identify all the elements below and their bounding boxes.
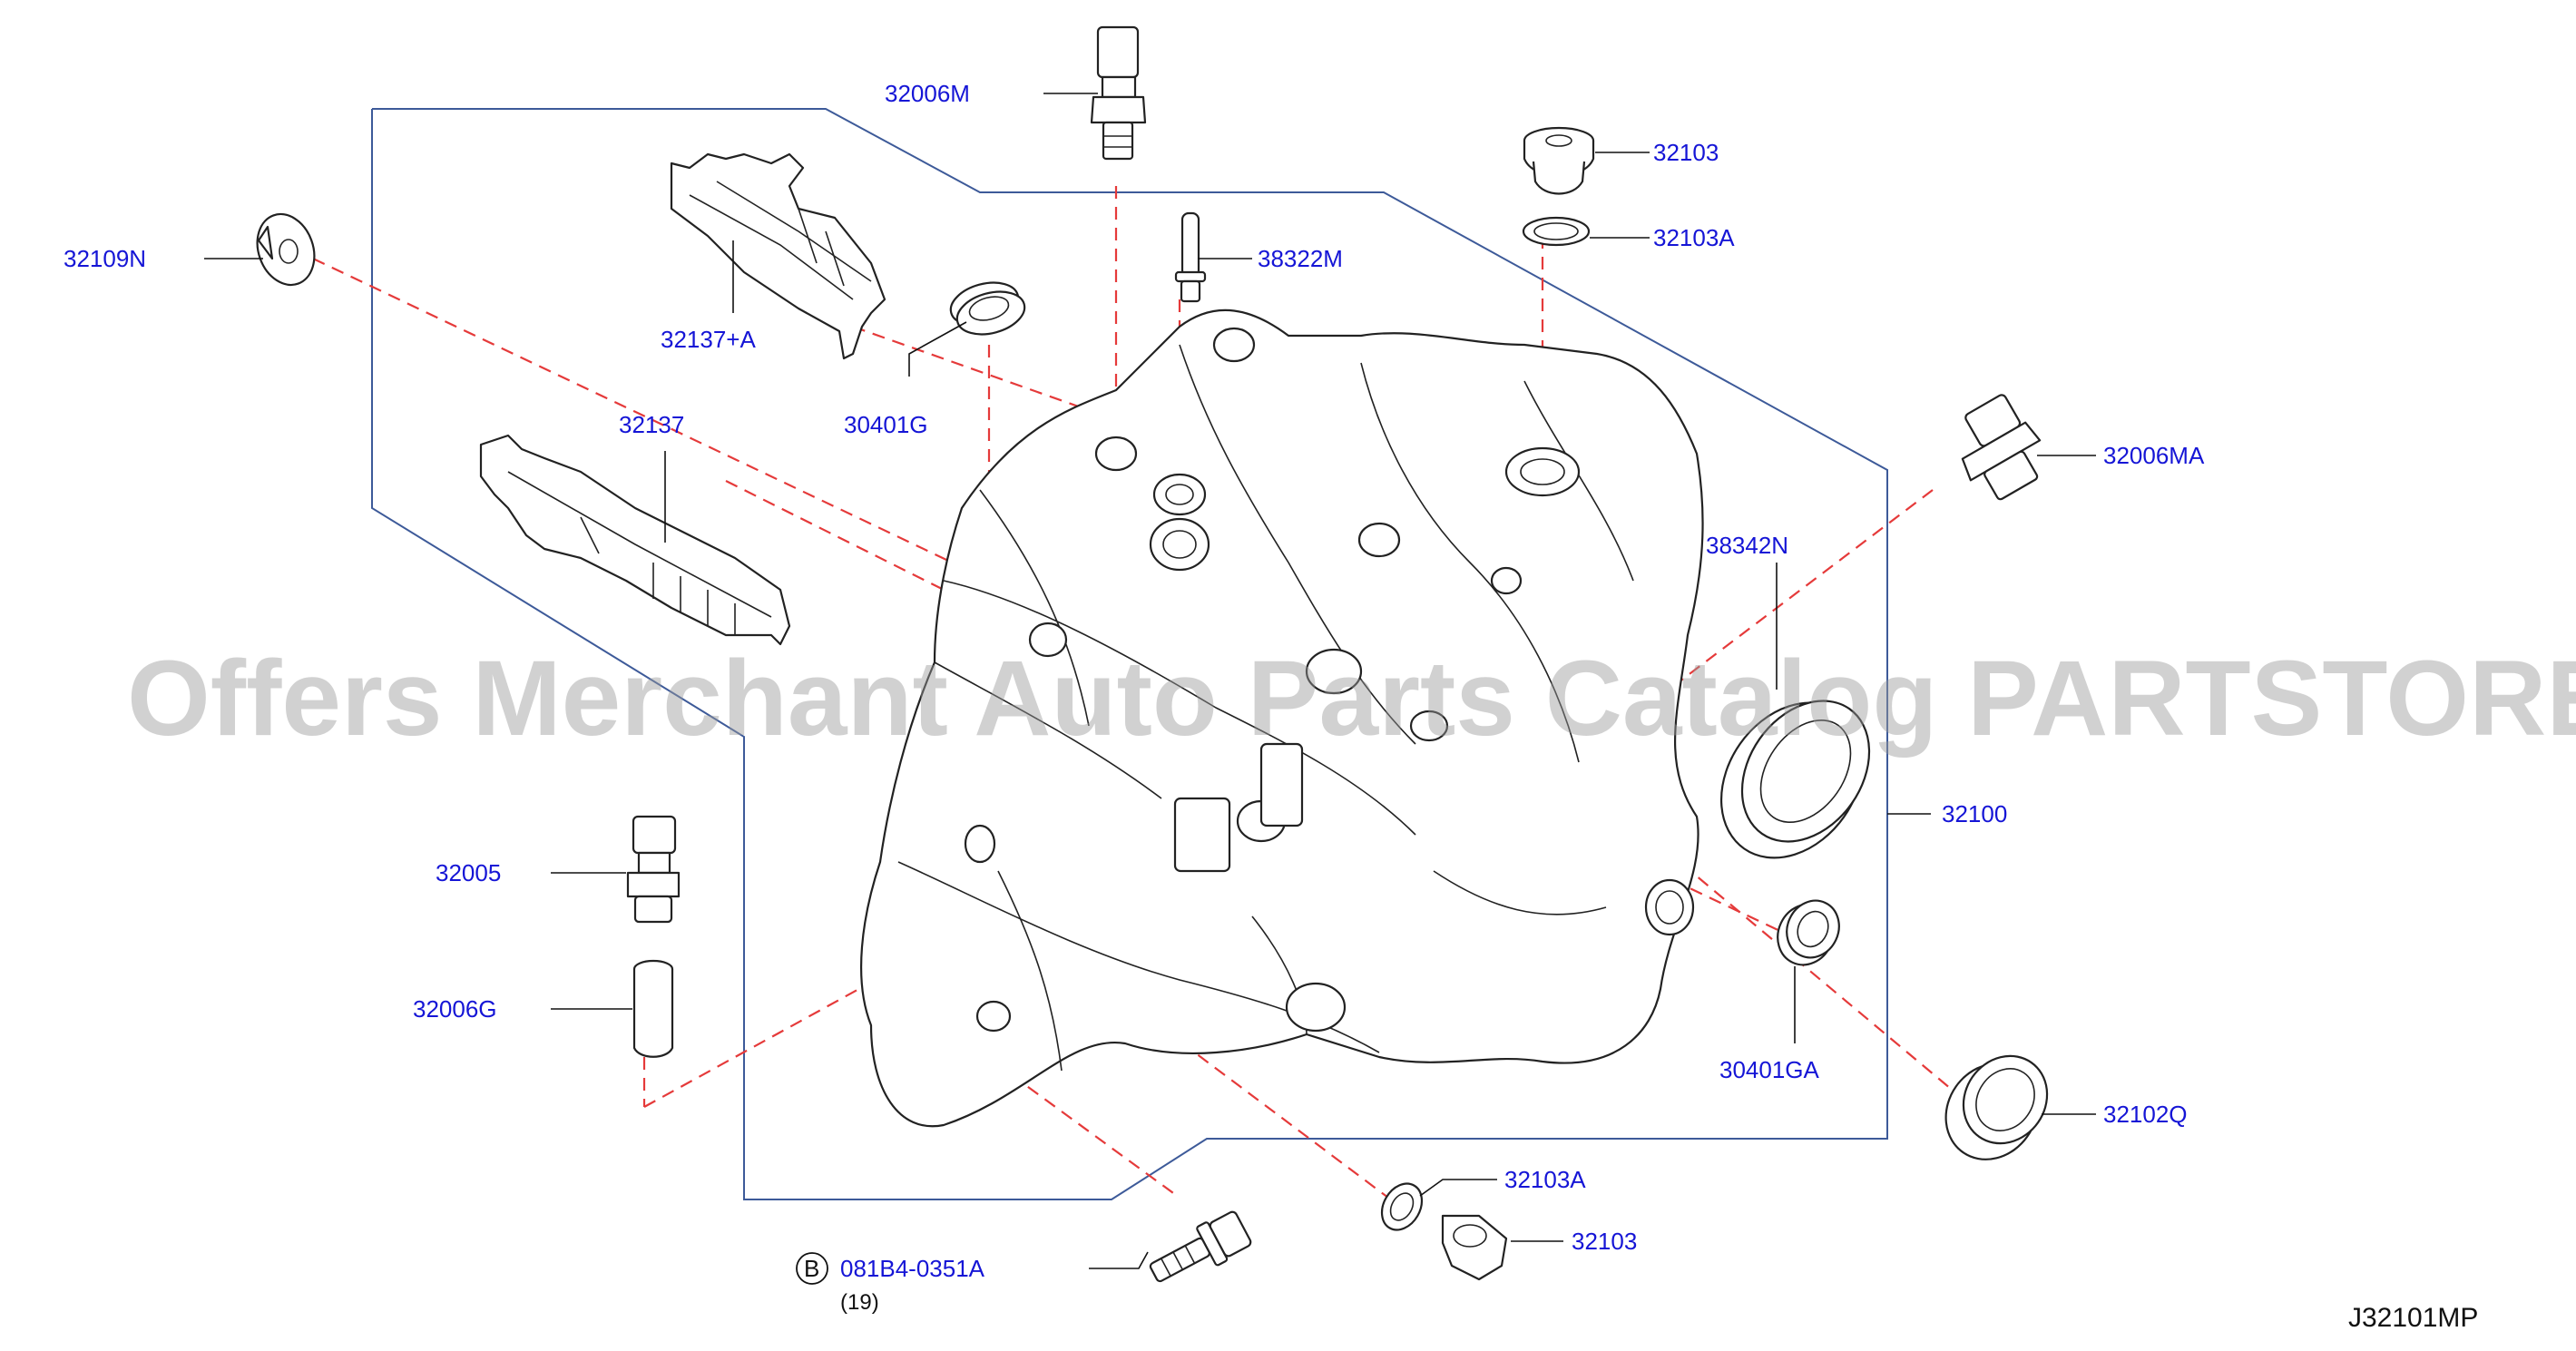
label-32137[interactable]: 32137 bbox=[619, 411, 684, 438]
pin-32006G bbox=[632, 959, 674, 1058]
drain-plug-32103-bottom bbox=[1441, 1214, 1508, 1281]
label-32103A-top[interactable]: 32103A bbox=[1653, 224, 1735, 251]
plug-32109N bbox=[256, 212, 316, 287]
bracket-32137A bbox=[670, 152, 886, 360]
label-32103-top[interactable]: 32103 bbox=[1653, 139, 1719, 166]
label-bolt-081B4-0351A[interactable]: 081B4-0351A bbox=[840, 1255, 985, 1282]
sensor-32006M bbox=[1090, 25, 1147, 161]
label-32006MA[interactable]: 32006MA bbox=[2103, 442, 2205, 469]
transmission-case-32100 bbox=[860, 308, 1704, 1128]
washer-32103A-bottom bbox=[1380, 1182, 1424, 1231]
label-32137A[interactable]: 32137+A bbox=[661, 326, 756, 353]
diagram-ref: J32101MP bbox=[2348, 1303, 2478, 1333]
oil-seal-38342N bbox=[1719, 700, 1871, 859]
switch-32005 bbox=[626, 815, 681, 924]
watermark: Offers Merchant Auto Parts Catalog PARTS… bbox=[127, 639, 2576, 759]
label-32103A-bottom[interactable]: 32103A bbox=[1504, 1166, 1586, 1193]
cap-32102Q bbox=[1944, 1054, 2049, 1160]
assembly-frame bbox=[371, 108, 1888, 1200]
pin-38322M bbox=[1174, 211, 1207, 303]
label-38322M[interactable]: 38322M bbox=[1258, 245, 1343, 272]
bracket-32137 bbox=[479, 434, 791, 646]
label-32005[interactable]: 32005 bbox=[436, 859, 501, 886]
label-32102Q[interactable]: 32102Q bbox=[2103, 1101, 2188, 1128]
bolt-marker-letter: B bbox=[804, 1255, 819, 1282]
seal-30401GA bbox=[1777, 899, 1840, 966]
label-bolt-qty: (19) bbox=[840, 1290, 879, 1315]
leader-lines bbox=[204, 93, 2096, 1269]
label-30401GA[interactable]: 30401GA bbox=[1719, 1056, 1820, 1083]
bolt-marker-circle bbox=[796, 1252, 828, 1285]
label-38342N[interactable]: 38342N bbox=[1706, 532, 1788, 559]
bolt-081B4-0351A bbox=[1149, 1210, 1252, 1283]
label-32006M[interactable]: 32006M bbox=[885, 80, 970, 107]
label-32109N[interactable]: 32109N bbox=[64, 245, 146, 272]
label-32006G[interactable]: 32006G bbox=[413, 995, 497, 1023]
label-32100[interactable]: 32100 bbox=[1942, 800, 2007, 827]
sensor-32006MA bbox=[1961, 394, 2042, 501]
part-labels: 32006M 32103 32103A 32109N 38322M 32137+… bbox=[64, 80, 2205, 1315]
label-30401G[interactable]: 30401G bbox=[844, 411, 928, 438]
washer-32103A-top bbox=[1522, 216, 1591, 247]
seal-30401G bbox=[949, 281, 1026, 336]
drain-plug-32103-top bbox=[1523, 126, 1595, 195]
label-32103-bottom[interactable]: 32103 bbox=[1572, 1228, 1637, 1255]
